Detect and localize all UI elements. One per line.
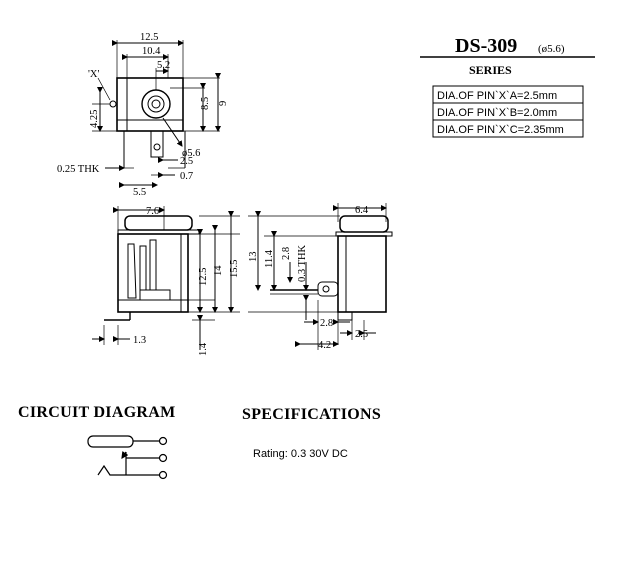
dim-half-width: 5.2 [157, 60, 170, 71]
end-tab-hole [322, 285, 330, 293]
dim-pin-28: 2.8 [320, 318, 333, 329]
pin-spec-table [432, 85, 584, 138]
side-contact [149, 239, 157, 291]
dim-width-76: 7.6 [146, 206, 159, 217]
rating-text: Rating: 0.3 30V DC [253, 448, 348, 460]
front-hole-outer [141, 89, 171, 119]
end-body [337, 235, 387, 313]
dim-h-114: 11.4 [264, 249, 275, 268]
model-title: DS-309 [455, 35, 517, 57]
dim-width-64: 6.4 [355, 205, 369, 216]
dim-thk-025: 0.25 THK [57, 164, 100, 175]
dim-h-155: 15.5 [229, 260, 240, 278]
dim-lead-14: 1.4 [198, 342, 209, 356]
end-tab [317, 281, 339, 297]
side-center-pin [139, 245, 147, 291]
front-body [116, 77, 184, 132]
circuit-terminal-1 [158, 436, 168, 446]
circuit-switch-contact [97, 464, 126, 476]
circuit-plug [87, 435, 134, 448]
side-view [92, 206, 240, 350]
dim-h-13: 13 [248, 252, 259, 263]
dim-pin-42: 4.2 [318, 340, 331, 351]
title-block: DS-309 (ø5.6) SERIES DIA.OF PIN`X`A=2.5m… [420, 35, 595, 138]
dim-width-mid: 10.4 [142, 46, 161, 57]
circuit-diagram [87, 435, 168, 480]
specifications-heading: SPECIFICATIONS [242, 406, 381, 423]
dim-height-9: 9 [218, 101, 229, 106]
end-barrel [339, 215, 389, 233]
front-pin-x [151, 99, 161, 109]
side-spring-contact [127, 243, 137, 299]
dim-pin-55: 5.5 [133, 187, 146, 198]
dim-pin-07: 0.7 [180, 171, 193, 182]
front-tab-hole [153, 143, 161, 151]
dim-height-85: 8.5 [200, 97, 211, 110]
dim-pin-25: 2.5 [355, 329, 368, 340]
circuit-terminal-3 [158, 470, 168, 480]
model-note: (ø5.6) [538, 43, 565, 55]
end-view [248, 203, 393, 350]
dim-h-14: 14 [213, 265, 224, 276]
pin-x-marker: 'X' [88, 69, 99, 80]
dim-offset-425: 4.25 [89, 110, 100, 128]
dim-thk-03: 0.3 THK [297, 244, 308, 282]
front-side-tab [109, 100, 117, 108]
dim-tab-25: 2.5 [180, 156, 193, 167]
front-tab [150, 130, 164, 158]
dim-h-125: 12.5 [198, 268, 209, 286]
end-pin-stub [337, 311, 353, 321]
front-hole-inner [147, 95, 165, 113]
series-label: SERIES [469, 63, 512, 77]
dim-h-28: 2.8 [281, 247, 292, 260]
side-body [117, 233, 189, 313]
circuit-heading: CIRCUIT DIAGRAM [18, 404, 176, 421]
pin-spec-b: DIA.OF PIN`X`B=2.0mm [437, 107, 557, 119]
pin-spec-c: DIA.OF PIN`X`C=2.35mm [437, 124, 564, 136]
front-view [92, 40, 221, 188]
dim-hole-dia: ø5.6 [182, 148, 200, 159]
pin-spec-a: DIA.OF PIN`X`A=2.5mm [437, 90, 557, 102]
dim-lead-13: 1.3 [133, 335, 146, 346]
circuit-terminal-2 [158, 453, 168, 463]
dim-width-total: 12.5 [140, 32, 158, 43]
side-base-block [139, 289, 171, 301]
side-barrel [124, 215, 193, 231]
